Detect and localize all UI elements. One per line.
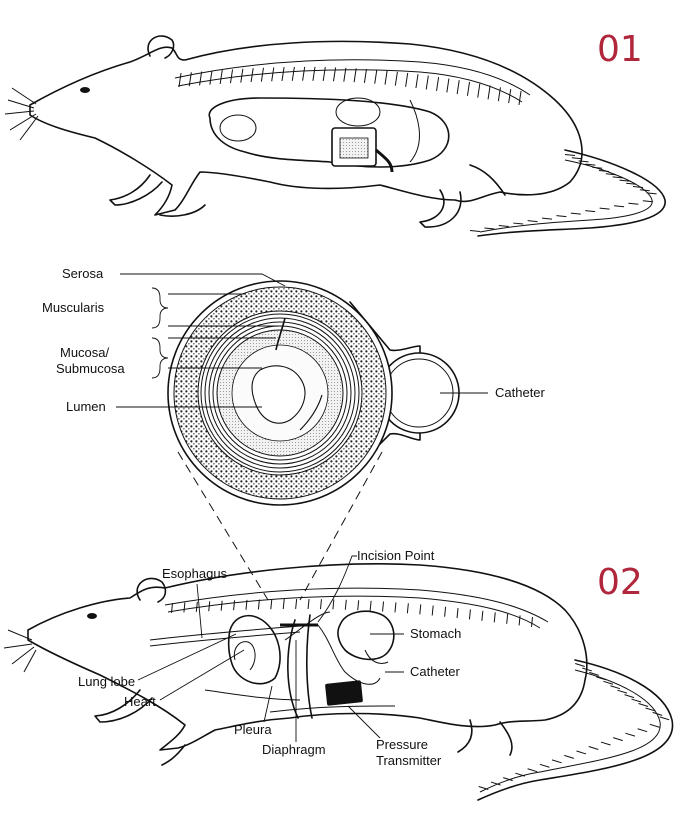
- panel-number-02: 02: [597, 562, 643, 603]
- top-rat-eye: [80, 87, 90, 93]
- label-pleura: Pleura: [234, 722, 272, 737]
- label-incision-point: Incision Point: [357, 548, 435, 563]
- label-catheter-body: Catheter: [410, 664, 461, 679]
- panel-number-01: 01: [597, 29, 643, 70]
- top-rat-legs: [109, 164, 506, 228]
- bottom-rat-whiskers: [3, 629, 37, 673]
- bottom-rat-body: [27, 563, 588, 751]
- label-diaphragm: Diaphragm: [262, 742, 326, 757]
- label-serosa: Serosa: [62, 266, 104, 281]
- pressure-transmitter-device: [325, 680, 363, 706]
- bottom-rat-ear: [136, 577, 167, 603]
- top-rat-illustration: [4, 35, 666, 237]
- top-rat-body: [29, 40, 583, 216]
- top-rat-spine: [174, 59, 531, 105]
- lung-lobe-shape: [227, 614, 281, 685]
- diaphragm-shape: [287, 614, 313, 719]
- top-rat-ear: [147, 35, 175, 59]
- label-heart: Heart: [124, 694, 156, 709]
- bottom-rat-eye: [87, 613, 97, 619]
- label-stomach: Stomach: [410, 626, 461, 641]
- label-mucosa-line1: Mucosa/: [60, 345, 110, 360]
- bottom-rat-legs: [94, 689, 513, 766]
- top-rat-organ-left: [219, 114, 257, 142]
- label-mucosa-line2: Submucosa: [56, 361, 125, 376]
- top-rat-gut-line: [409, 99, 420, 163]
- cross-section-labels: Serosa Muscularis Mucosa/ Submucosa Lume…: [42, 266, 546, 414]
- top-rat-tail: [477, 149, 666, 237]
- bottom-rat-illustration: [3, 563, 674, 801]
- label-muscularis: Muscularis: [42, 300, 105, 315]
- label-esophagus: Esophagus: [162, 566, 228, 581]
- label-transmitter-line1: Pressure: [376, 737, 428, 752]
- top-rat-whiskers: [4, 87, 39, 141]
- bottom-rat-labels: Incision Point Esophagus Stomach Cathete…: [78, 548, 461, 768]
- top-rat-abdomen: [208, 97, 450, 168]
- bottom-rat-tail: [477, 659, 674, 801]
- label-lumen: Lumen: [66, 399, 106, 414]
- top-rat-organ-kidney: [335, 97, 381, 127]
- label-lung-lobe: Lung lobe: [78, 674, 135, 689]
- esophagus-cross-section: [167, 280, 460, 506]
- label-catheter-cross: Catheter: [495, 385, 546, 400]
- label-transmitter-line2: Transmitter: [376, 753, 442, 768]
- zoom-lines: [177, 451, 383, 601]
- stomach-shape: [337, 610, 395, 661]
- lumen: [251, 365, 306, 424]
